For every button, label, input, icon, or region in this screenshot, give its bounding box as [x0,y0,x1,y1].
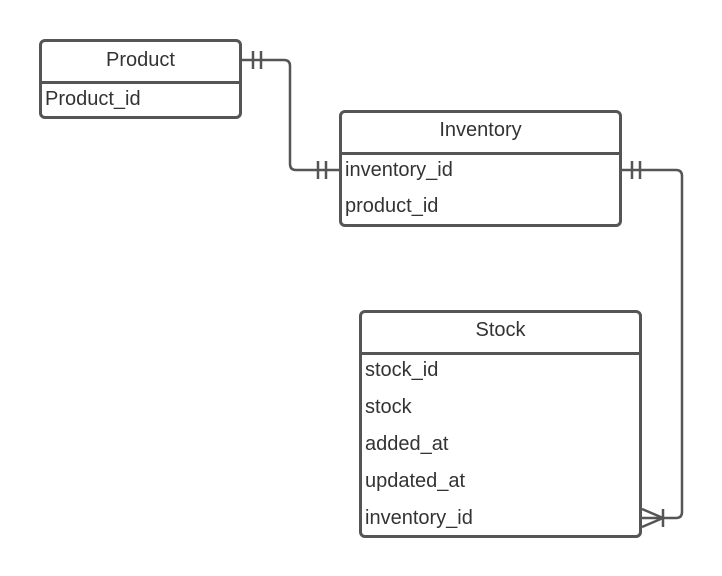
stock-entity-title: Stock [362,313,639,355]
product-inventory-relationship [242,51,339,179]
stock-crowfoot-upper [641,507,664,520]
stock-entity[interactable]: Stock stock_id stock added_at updated_at… [359,310,642,538]
product-entity-title: Product [42,42,239,84]
stock-field-stock-id: stock_id [365,359,439,381]
inventory-stock-line [622,168,684,520]
inventory-stock-relationship [622,161,684,529]
stock-field-inventory-id: inventory_id [365,507,473,529]
stock-field-updated-at: updated_at [365,470,466,492]
inventory-field-product-id: product_id [345,195,439,217]
stock-field-added-at: added_at [365,433,449,455]
stock-field-stock: stock [365,396,412,418]
inventory-entity-title: Inventory [342,113,619,155]
stock-crowfoot-lower [641,516,664,529]
product-inventory-line [242,58,339,172]
inventory-field-inventory-id: inventory_id [345,159,453,181]
product-field-product-id: Product_id [45,88,141,110]
inventory-entity[interactable]: Inventory inventory_id product_id [339,110,622,227]
product-entity[interactable]: Product Product_id [39,39,242,119]
